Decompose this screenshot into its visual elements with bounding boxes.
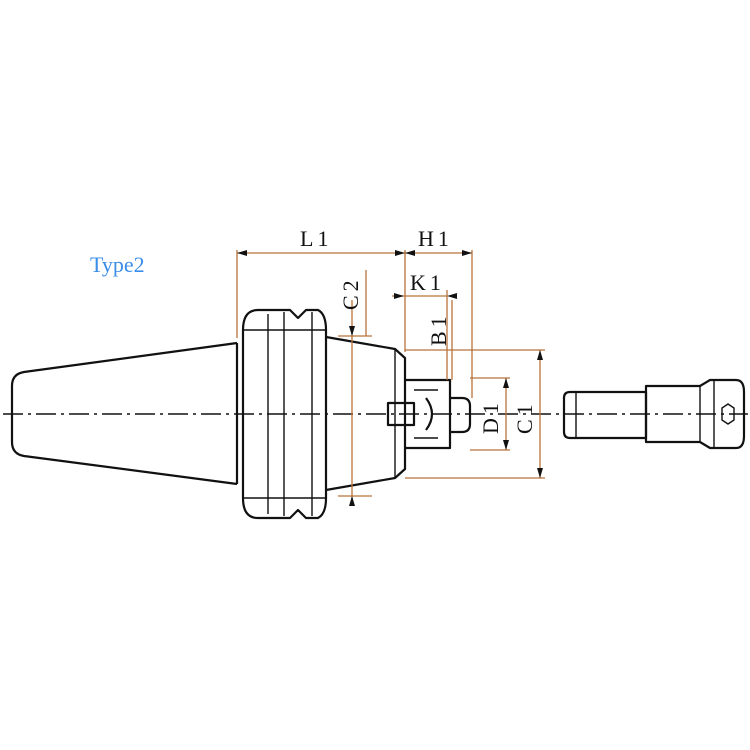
bore-detail [386, 378, 472, 450]
label-L1: L1 [300, 226, 332, 251]
type-label: Type2 [90, 252, 145, 277]
label-C2: C2 [338, 276, 363, 310]
label-K1: K1 [410, 270, 445, 295]
label-B1: B1 [426, 312, 451, 346]
dimension-arrows [237, 250, 543, 506]
dimension-lines [236, 250, 545, 500]
holder-body [325, 335, 407, 492]
taper-shank [10, 341, 238, 486]
label-C1: C1 [512, 400, 537, 434]
clamp-screw [562, 378, 746, 450]
label-D1: D1 [478, 399, 503, 434]
label-H1: H1 [418, 226, 453, 251]
flange [241, 308, 328, 520]
